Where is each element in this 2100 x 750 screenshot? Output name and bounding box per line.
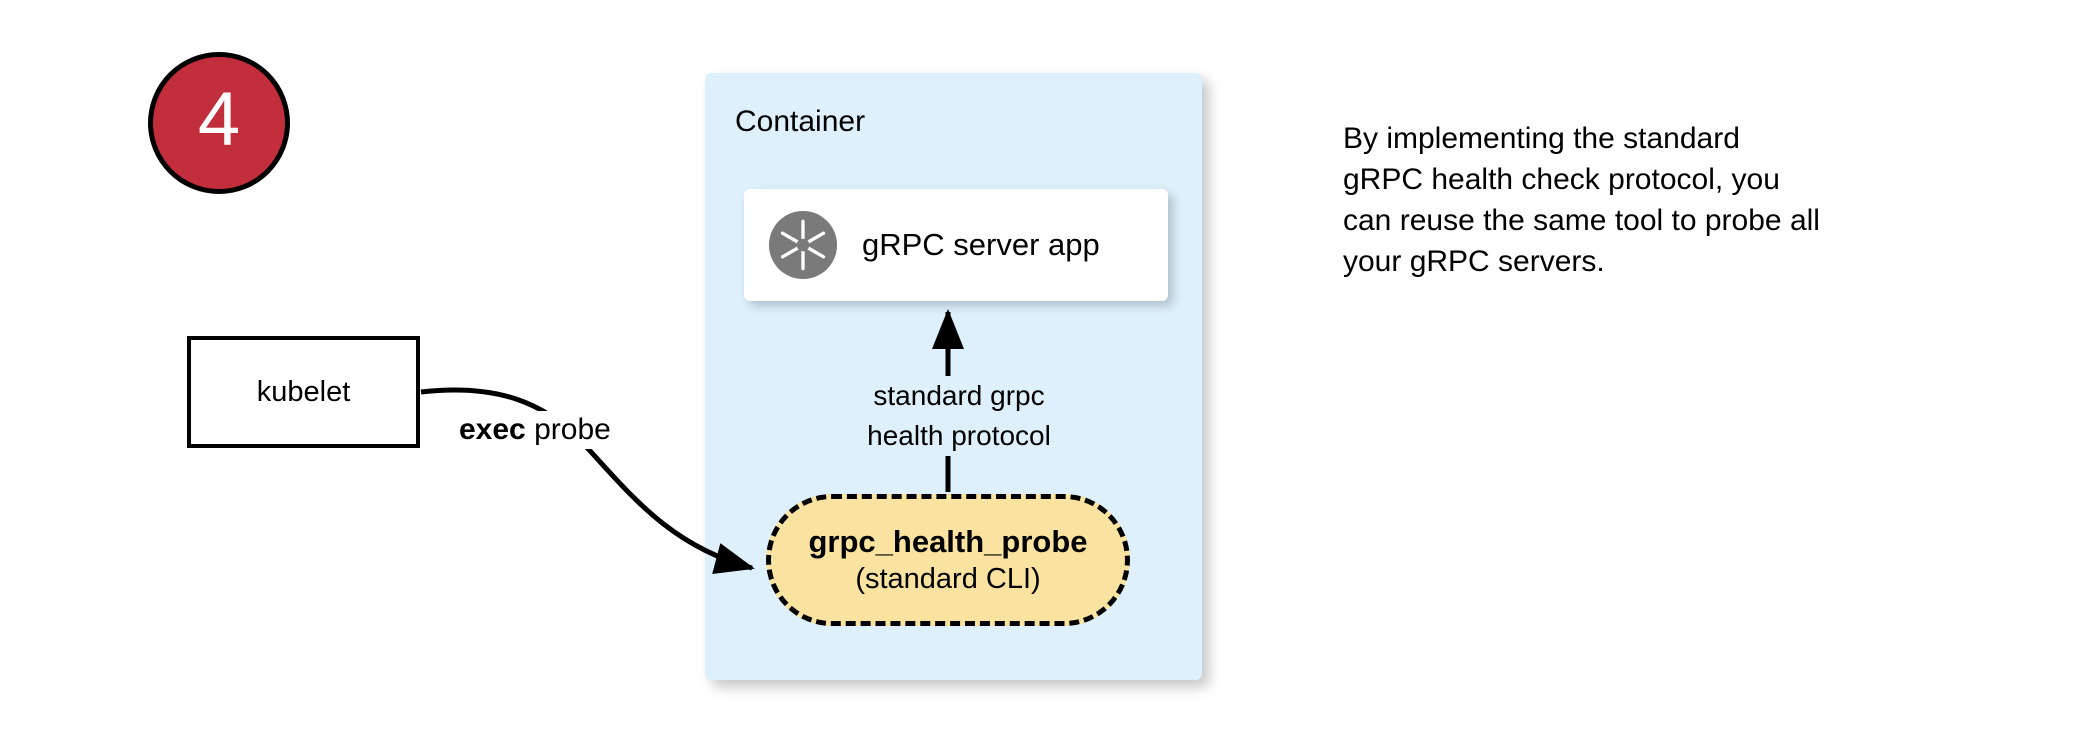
grpc-server-card-label: gRPC server app (862, 227, 1100, 262)
grpc-health-probe-title: grpc_health_probe (808, 524, 1088, 559)
kubelet-label: kubelet (256, 375, 351, 408)
grpc-health-probe-node: grpc_health_probe (standard CLI) (766, 494, 1130, 626)
kubelet-node: kubelet (187, 336, 420, 448)
explanation-note: By implementing the standard gRPC health… (1343, 122, 1820, 278)
edge-label-health-protocol: standard grpc health protocol (848, 376, 1070, 456)
aperture-icon (768, 210, 838, 280)
grpc-health-probe-subtitle: (standard CLI) (855, 563, 1041, 595)
grpc-server-card: gRPC server app (744, 189, 1168, 301)
edge-label-exec-bold: exec (459, 413, 526, 446)
container-title: Container (735, 105, 866, 138)
step-number-badge: 4 (148, 52, 290, 194)
step-number-label: 4 (197, 77, 241, 162)
edge-label-exec-probe: exec probe (453, 411, 617, 449)
edge-label-probe-rest: probe (525, 413, 611, 446)
